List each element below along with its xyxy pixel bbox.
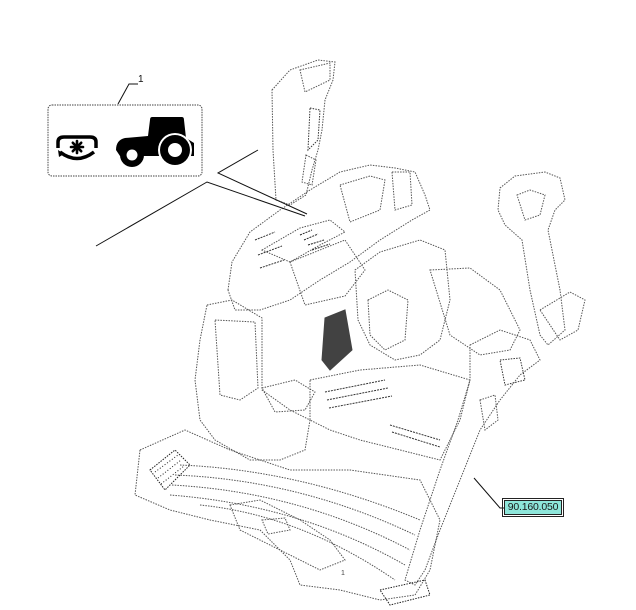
right-console — [227, 164, 431, 311]
callout-box-1 — [47, 104, 203, 177]
reference-tag-link[interactable]: 90.160.050 — [502, 498, 564, 517]
rear-wheel-arch — [354, 239, 521, 361]
callout-number: 1 — [138, 74, 144, 85]
vent-grille — [321, 309, 353, 371]
front-pillar — [194, 299, 316, 461]
right-pillar-trim — [404, 329, 541, 586]
tractor-icon — [116, 117, 194, 167]
minor-label: 1 — [341, 570, 345, 577]
rear-right-post — [497, 171, 586, 346]
cab-floor — [309, 364, 471, 461]
joystick-post — [271, 59, 336, 206]
floor-mat — [134, 429, 441, 606]
callout-leaders — [95, 83, 504, 509]
pto-rotation-icon — [56, 135, 98, 161]
